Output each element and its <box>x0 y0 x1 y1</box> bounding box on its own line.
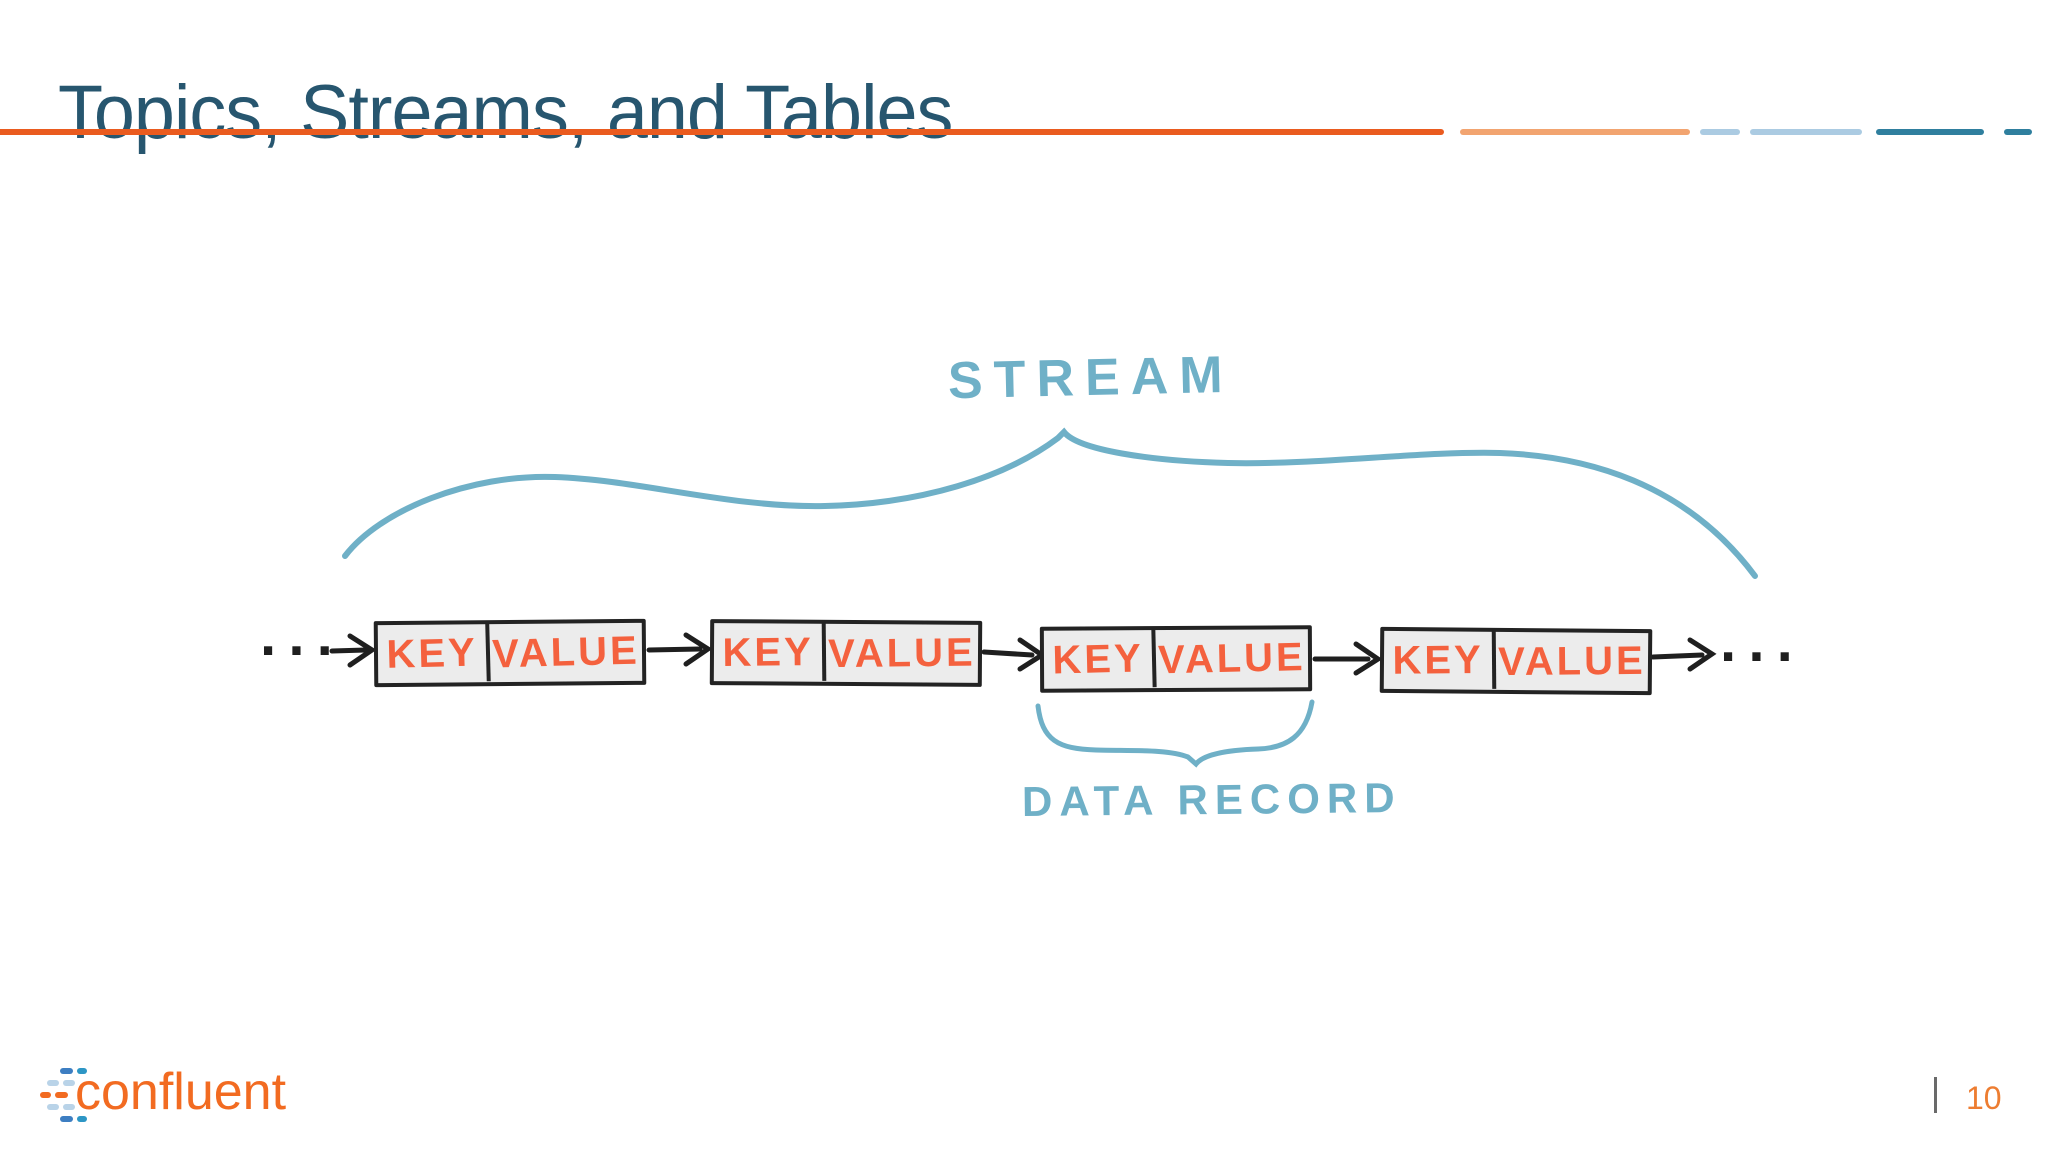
right-ellipsis: ··· <box>1720 623 1805 689</box>
logo-wordmark: confluent <box>75 1063 287 1121</box>
logo-dash-icon <box>47 1080 59 1086</box>
header-rule-teal-1 <box>1876 129 1984 135</box>
record-value-cell: VALUE <box>1157 634 1307 682</box>
data-record-label: DATA RECORD <box>1021 774 1402 825</box>
record-box-3: KEY VALUE <box>1039 625 1313 693</box>
record-key-cell: KEY <box>1043 629 1157 690</box>
page-title: Topics, Streams, and Tables <box>58 69 953 155</box>
record-box-2: KEY VALUE <box>709 619 983 687</box>
record-key-cell: KEY <box>377 623 491 685</box>
record-value-cell: VALUE <box>1498 638 1647 684</box>
logo-dash-icon <box>60 1068 73 1074</box>
logo-dash-icon <box>63 1080 75 1086</box>
logo-dash-icon <box>60 1116 73 1122</box>
header-rule-light-orange <box>1460 129 1690 135</box>
stream-label: STREAM <box>947 345 1235 411</box>
header-rule-orange <box>0 129 1444 135</box>
record-box-1: KEY VALUE <box>373 618 647 688</box>
arrow-out-of-stream <box>1650 637 1717 672</box>
page-number: 10 <box>1966 1080 2002 1116</box>
arrow-record2-record3 <box>981 637 1047 672</box>
logo-dash-icon <box>77 1068 87 1074</box>
header-rule-pale-blue-2 <box>1750 129 1862 135</box>
header-rule-teal-2 <box>2004 129 2032 135</box>
logo-dash-icon <box>47 1104 59 1110</box>
record-box-4: KEY VALUE <box>1379 626 1653 696</box>
logo-dash-icon <box>40 1092 51 1098</box>
record-key-cell: KEY <box>1383 630 1497 690</box>
record-value-cell: VALUE <box>828 630 977 676</box>
header-rule-pale-blue-1 <box>1700 129 1740 135</box>
logo-dash-icon <box>77 1116 87 1122</box>
logo-dash-icon <box>55 1092 68 1098</box>
arrow-record1-record2 <box>646 632 713 667</box>
page-number-divider <box>1934 1077 1937 1113</box>
arrow-record3-record4 <box>1312 641 1383 676</box>
stream-brace <box>342 427 1758 579</box>
logo-dash-icon <box>63 1104 75 1110</box>
record-key-cell: KEY <box>713 622 827 683</box>
record-value-cell: VALUE <box>491 628 641 676</box>
data-record-brace <box>1035 699 1315 768</box>
left-ellipsis: ··· <box>260 617 345 683</box>
